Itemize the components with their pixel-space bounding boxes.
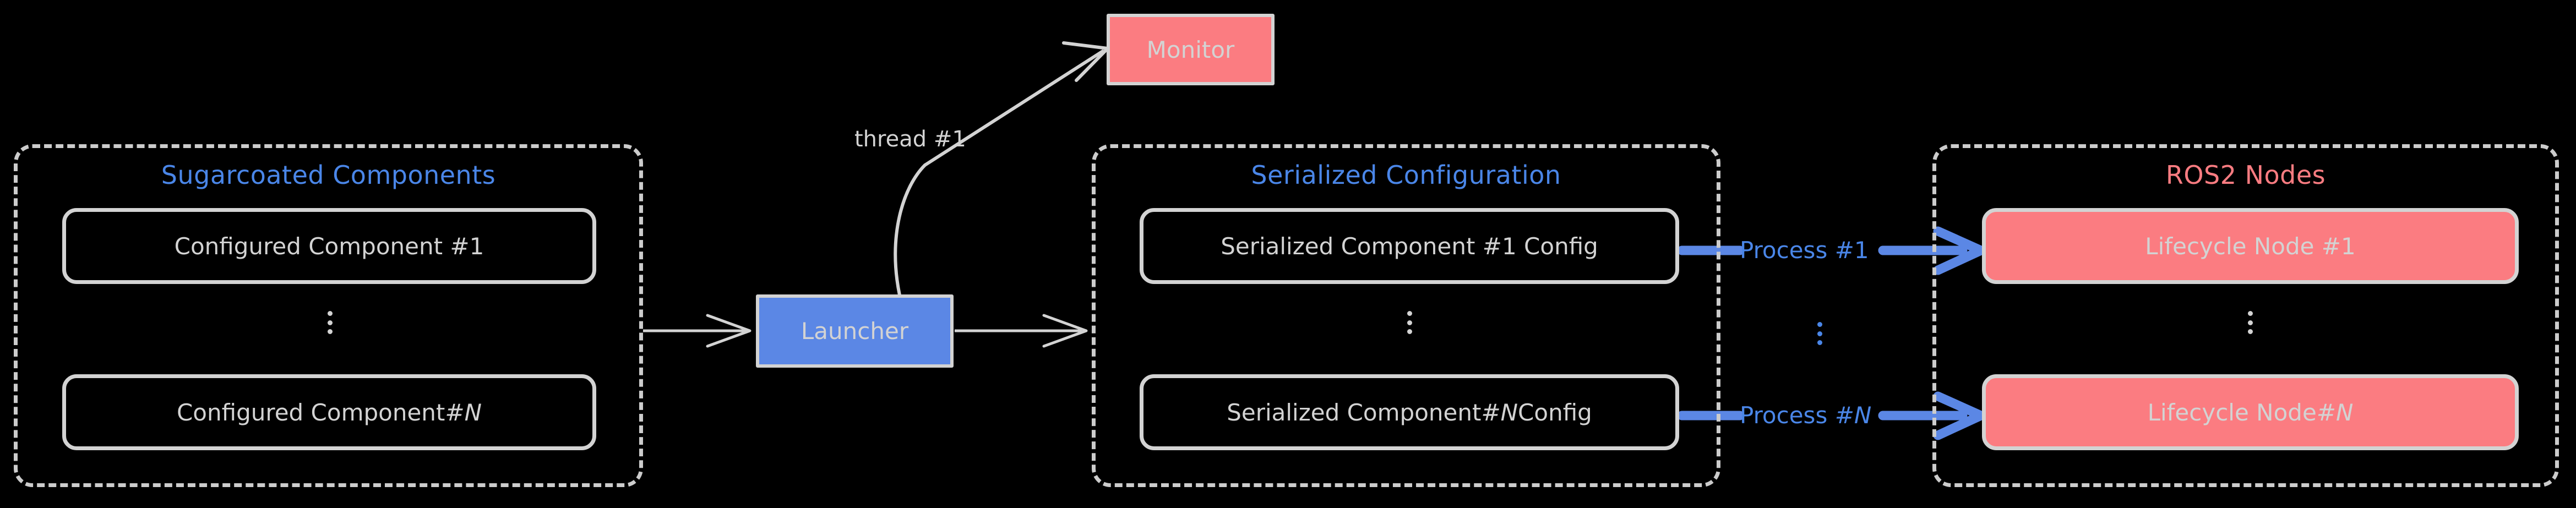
edge-label-process-n-head: Process (1740, 402, 1835, 429)
edge-sugarcoated-to-launcher (643, 314, 751, 348)
node-monitor[interactable]: Monitor (1107, 14, 1275, 85)
ellipsis-ros2 (2247, 311, 2253, 334)
node-label-head: Configured Component (176, 398, 445, 426)
cluster-sugarcoated-components: Sugarcoated Components (14, 144, 643, 487)
node-launcher[interactable]: Launcher (756, 294, 954, 368)
cluster-title-sugarcoated: Sugarcoated Components (161, 160, 496, 190)
node-label-tail: #N (445, 398, 482, 426)
edge-label-process-1: Process #1 (1740, 237, 1869, 264)
cluster-title-serialized: Serialized Configuration (1251, 160, 1561, 190)
node-label: Monitor (1146, 36, 1235, 63)
cluster-ros2-nodes: ROS2 Nodes (1932, 144, 2559, 487)
ellipsis-sugarcoated (327, 311, 333, 334)
edge-launcher-to-monitor (894, 41, 1109, 297)
edge-label-process-1-head: Process (1740, 237, 1835, 264)
node-label: Lifecycle Node #1 (2145, 232, 2356, 260)
node-configured-component-1[interactable]: Configured Component #1 (62, 208, 596, 284)
node-label: Launcher (800, 318, 909, 345)
node-lifecycle-node-n[interactable]: Lifecycle Node #N (1982, 374, 2519, 450)
edge-label-process-1-tail: #1 (1834, 237, 1869, 264)
edge-label-process-n-tail: #N (1834, 402, 1872, 429)
node-label-tail: Config (1518, 398, 1592, 426)
node-label-head: Lifecycle Node (2147, 398, 2317, 426)
node-label-tail: #N (2316, 398, 2354, 426)
node-label: Configured Component #1 (174, 232, 484, 260)
cluster-serialized-configuration: Serialized Configuration (1092, 144, 1720, 487)
node-label: Serialized Component #1 Config (1221, 232, 1598, 260)
ellipsis-process (1817, 322, 1822, 345)
node-lifecycle-node-1[interactable]: Lifecycle Node #1 (1982, 208, 2519, 284)
node-configured-component-n[interactable]: Configured Component #N (62, 374, 596, 450)
edge-label-thread-1: thread #1 (854, 127, 966, 152)
cluster-title-ros2: ROS2 Nodes (2165, 160, 2326, 190)
node-label-mid: #N (1481, 398, 1518, 426)
node-serialized-component-n-config[interactable]: Serialized Component #N Config (1140, 374, 1679, 450)
edge-label-process-n: Process #N (1740, 402, 1871, 429)
node-serialized-component-1-config[interactable]: Serialized Component #1 Config (1140, 208, 1679, 284)
edge-launcher-to-serialized (955, 314, 1088, 348)
node-label-head: Serialized Component (1227, 398, 1482, 426)
ellipsis-serialized (1407, 311, 1412, 334)
